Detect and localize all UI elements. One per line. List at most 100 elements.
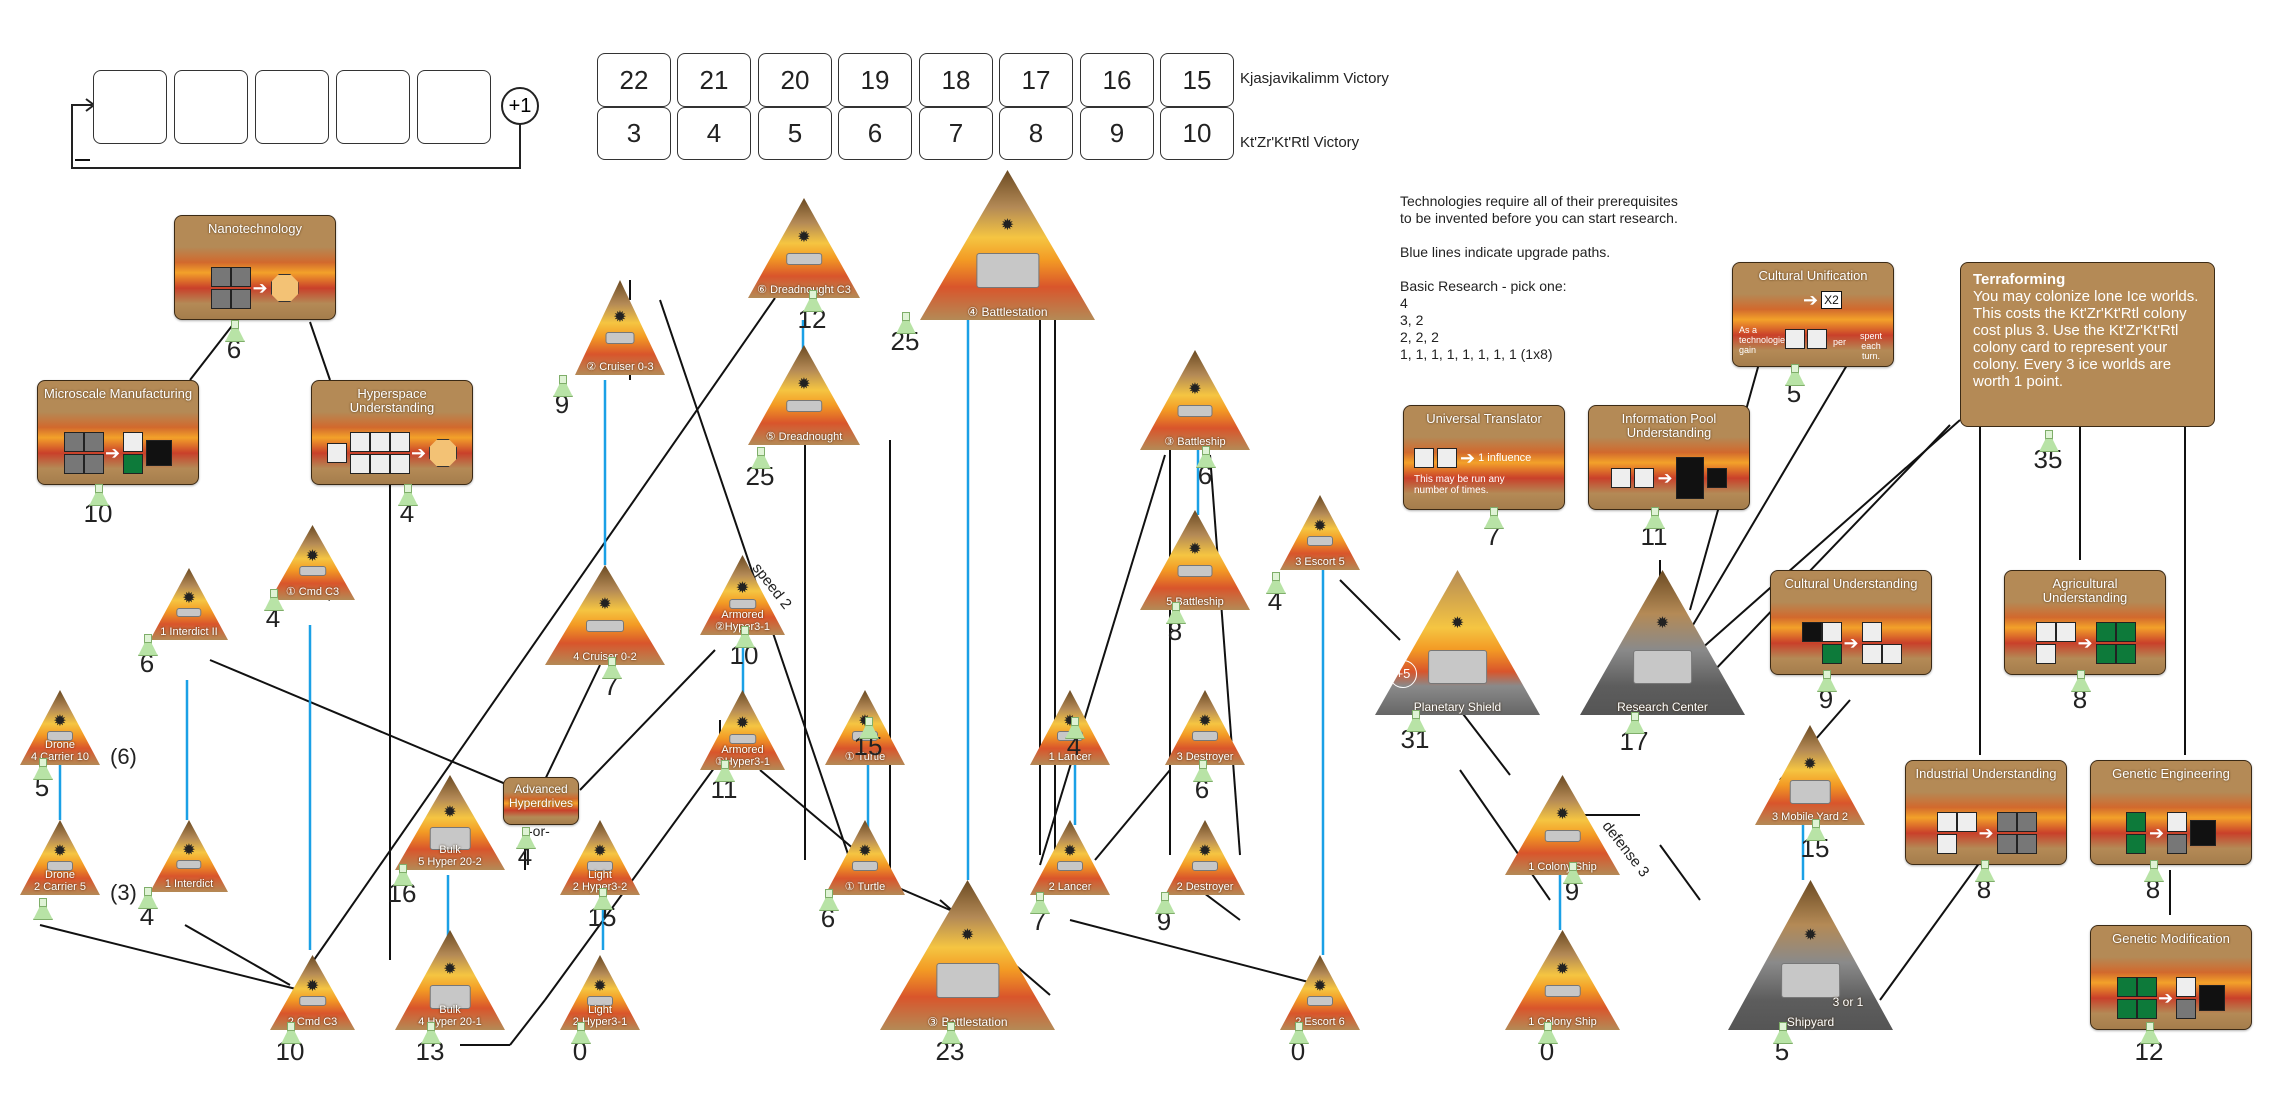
tech-triangle-shape (545, 565, 665, 665)
note-line: Basic Research - pick one: (1400, 278, 1567, 294)
victory-box-top[interactable]: 15 (1160, 53, 1234, 107)
flask-icon (2039, 430, 2059, 452)
explosion-icon: ✹ (598, 596, 612, 613)
tech-escort3[interactable]: ✹3 Escort 5 (1280, 495, 1360, 570)
tech-bstation3[interactable]: ✹③ Battlestation (880, 880, 1055, 1030)
research-track-slot[interactable] (93, 70, 167, 144)
tech-mobile-yard[interactable]: ✹3 Mobile Yard 2 (1755, 725, 1865, 825)
tech-cruiser03[interactable]: ✹② Cruiser 0-3 (575, 280, 665, 375)
research-track-slot[interactable] (255, 70, 329, 144)
research-track-slot[interactable] (174, 70, 248, 144)
explosion-icon: ✹ (593, 843, 607, 860)
note-line (1400, 227, 1740, 244)
tech-dread5[interactable]: ✹⑤ Dreadnought (748, 345, 860, 445)
victory-box-top[interactable]: 21 (677, 53, 751, 107)
ship-icon (1632, 649, 1693, 684)
tech-card-nanotechnology[interactable]: Nanotechnology ➔ (174, 215, 336, 320)
tech-card-genetic-engineering[interactable]: Genetic Engineering ➔ (2090, 760, 2252, 865)
ship-icon (1192, 861, 1218, 871)
tech-destroyer3[interactable]: ✹3 Destroyer (1165, 690, 1245, 765)
tech-destroyer2[interactable]: ✹2 Destroyer (1165, 820, 1245, 895)
tech-battleship3[interactable]: ✹③ Battleship (1140, 350, 1250, 450)
tech-research-center[interactable]: ✹Research Center (1580, 570, 1745, 715)
victory-box-top[interactable]: 22 (597, 53, 671, 107)
flask-icon (751, 447, 771, 469)
tech-card-cultural-unification[interactable]: Cultural Unification ➔X2 As a technologi… (1732, 262, 1894, 367)
tech-card-microscale-manufacturing[interactable]: Microscale Manufacturing ➔ (37, 380, 199, 485)
flask-icon (264, 589, 284, 611)
note-line: 2, 2, 2 (1400, 329, 1439, 345)
unification-sub2: per (1833, 337, 1847, 347)
tech-turtle-bot[interactable]: ✹① Turtle (825, 820, 905, 895)
tech-armored2[interactable]: ✹Armored②Hyper3-1 (700, 555, 785, 635)
explosion-icon: ✹ (182, 842, 196, 860)
tech-card-advanced-hyperdrives[interactable]: Advanced Hyperdrives (503, 777, 579, 825)
tech-cmd-c3-bot[interactable]: ✹2 Cmd C3 (270, 955, 355, 1030)
tech-colony-ship1[interactable]: ✹1 Colony Ship (1505, 775, 1620, 875)
tech-card-agricultural-understanding[interactable]: Agricultural Understanding ➔ (2004, 570, 2166, 675)
victory-box-top[interactable]: 18 (919, 53, 993, 107)
tech-card-industrial-understanding[interactable]: Industrial Understanding ➔ (1905, 760, 2067, 865)
tech-bstation4[interactable]: ✹④ Battlestation (920, 170, 1095, 320)
victory-box-top[interactable]: 19 (838, 53, 912, 107)
flask-icon (1975, 860, 1995, 882)
flask-icon (1538, 1022, 1558, 1044)
research-track-slot[interactable] (417, 70, 491, 144)
tech-cruiser02[interactable]: ✹4 Cruiser 0-2 (545, 565, 665, 665)
tech-label: ① Turtle (844, 881, 886, 893)
tech-label: ① Turtle (844, 751, 886, 763)
ship-icon (1427, 649, 1488, 684)
plus-one-token: +1 (501, 87, 539, 125)
tech-escort2[interactable]: ✹2 Escort 6 (1280, 955, 1360, 1030)
ship-icon (429, 827, 471, 851)
victory-box-top[interactable]: 17 (999, 53, 1073, 107)
tech-card-universal-translator[interactable]: Universal Translator ➔1 influence This m… (1403, 405, 1565, 510)
tech-sublabel: Armored (721, 744, 764, 756)
victory-box-bottom[interactable]: 7 (919, 107, 993, 160)
explosion-icon: ✹ (1188, 381, 1202, 398)
tech-card-hyperspace-understanding[interactable]: Hyperspace Understanding ➔ (311, 380, 473, 485)
tech-planetary-shield[interactable]: ✹Planetary Shield+5 (1375, 570, 1540, 715)
tech-label: 1 Interdict (164, 878, 214, 890)
tech-interdict-ii[interactable]: ✹1 Interdict II (150, 568, 228, 640)
victory-box-bottom[interactable]: 9 (1080, 107, 1154, 160)
victory-box-bottom[interactable]: 4 (677, 107, 751, 160)
tech-triangle-shape (920, 170, 1095, 320)
victory-box-bottom[interactable]: 6 (838, 107, 912, 160)
tech-card-information-pool[interactable]: Information Pool Understanding ➔ (1588, 405, 1750, 510)
research-track-slot[interactable] (336, 70, 410, 144)
tech-battleship5[interactable]: ✹5 Battleship (1140, 510, 1250, 610)
tech-card-genetic-modification[interactable]: Genetic Modification ➔ (2090, 925, 2252, 1030)
tech-cmd-c3-top[interactable]: ✹① Cmd C3 (270, 525, 355, 600)
card-title: Nanotechnology (208, 221, 302, 236)
tech-turtle-top[interactable]: ✹① Turtle (825, 690, 905, 765)
ship-icon (586, 620, 624, 632)
tech-dreadc3[interactable]: ✹⑥ Dreadnought C3 (748, 198, 860, 298)
flask-icon (138, 634, 158, 656)
victory-box-bottom[interactable]: 3 (597, 107, 671, 160)
terraforming-body: You may colonize lone Ice worlds. This c… (1973, 288, 2199, 390)
victory-box-top[interactable]: 16 (1080, 53, 1154, 107)
victory-box-bottom[interactable]: 10 (1160, 107, 1234, 160)
tech-colony-ship0[interactable]: ✹1 Colony Ship (1505, 930, 1620, 1030)
cultural-glyph: ➔ (1771, 622, 1931, 664)
shield-badge: +5 (1389, 659, 1417, 688)
ship-icon (1192, 731, 1218, 741)
translator-sub: This may be run any number of times. (1414, 474, 1505, 496)
tech-card-terraforming[interactable]: Terraforming You may colonize lone Ice w… (1960, 262, 2215, 427)
tech-card-cultural-understanding[interactable]: Cultural Understanding ➔ (1770, 570, 1932, 675)
tech-interdict[interactable]: ✹ 1 Interdict (150, 820, 228, 892)
tech-lancer2[interactable]: ✹2 Lancer (1030, 820, 1110, 895)
victory-box-bottom[interactable]: 8 (999, 107, 1073, 160)
note-line: to be invented before you can start rese… (1400, 210, 1678, 226)
victory-box-top[interactable]: 20 (758, 53, 832, 107)
victory-box-bottom[interactable]: 5 (758, 107, 832, 160)
